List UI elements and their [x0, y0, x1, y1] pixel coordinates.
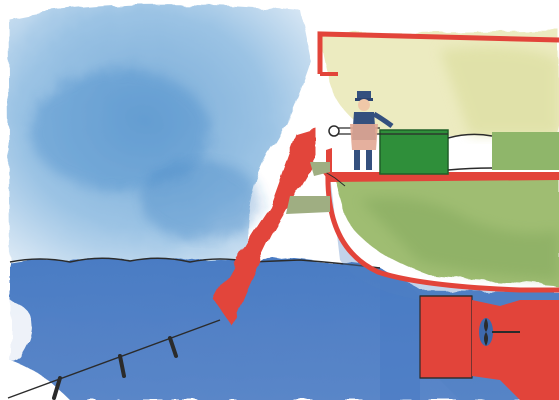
illustration-svg: [0, 0, 559, 400]
watercolor-illustration: [0, 0, 559, 400]
